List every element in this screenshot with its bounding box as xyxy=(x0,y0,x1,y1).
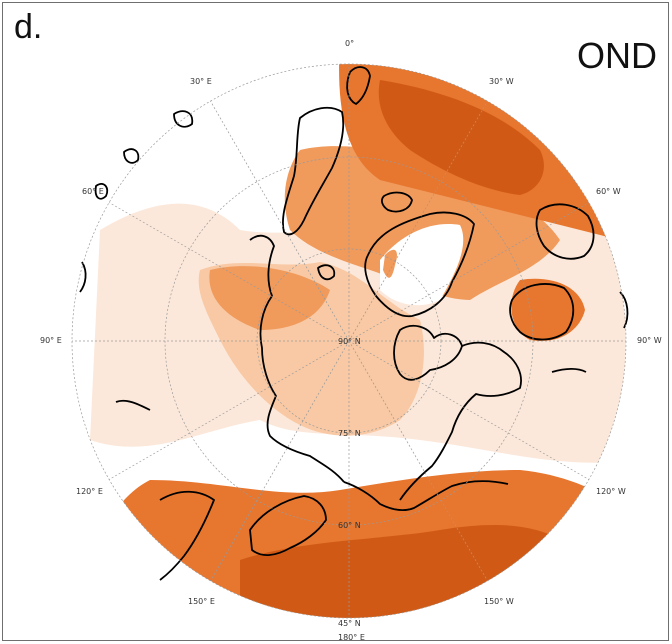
label-lon-150e: 150° E xyxy=(188,597,215,606)
label-lon-150w: 150° W xyxy=(484,597,514,606)
coast-svalbard xyxy=(317,264,336,281)
region-strong-hudson xyxy=(511,278,585,341)
label-lon-90e: 90° E xyxy=(40,336,62,345)
label-lon-30e: 30° E xyxy=(190,77,212,86)
coast-greenland xyxy=(364,211,475,318)
coast-siberia xyxy=(249,234,345,483)
coast-baffin xyxy=(535,203,595,260)
coast-east-asia xyxy=(159,490,215,581)
label-lon-30w: 30° W xyxy=(489,77,514,86)
coast-alaska xyxy=(343,480,509,511)
coast-iceland xyxy=(381,191,413,213)
label-pole: 90° N xyxy=(338,337,361,346)
coast-scandinavia xyxy=(282,106,345,236)
label-lon-60w: 60° W xyxy=(596,187,621,196)
coast-island-2 xyxy=(94,183,109,200)
coast-north-america xyxy=(399,341,522,501)
coast-britain xyxy=(346,66,371,105)
label-lon-120w: 120° W xyxy=(596,487,626,496)
region-medium-atlantic xyxy=(284,146,560,300)
lon-labels: 0° 30° W 60° W 90° W 120° W 150° W 180° … xyxy=(40,39,662,642)
coast-island-4 xyxy=(173,110,194,128)
coast-island-6 xyxy=(551,368,587,373)
label-lon-90w: 90° W xyxy=(637,336,662,345)
region-darkest-atlantic xyxy=(378,80,544,195)
region-greenland-interior xyxy=(380,224,464,306)
coast-island-5 xyxy=(79,261,87,293)
coastlines xyxy=(79,66,629,581)
season-label: OND xyxy=(577,35,657,76)
label-lat-75: 75° N xyxy=(338,429,361,438)
graticule xyxy=(71,63,627,619)
label-lon-60e: 60° E xyxy=(82,187,104,196)
panel-label: d. xyxy=(14,8,43,46)
coast-hudson-bay xyxy=(509,283,575,341)
label-lat-45: 45° N xyxy=(338,619,361,628)
label-lon-180: 180° E xyxy=(338,633,365,642)
region-greenland-ice xyxy=(383,249,397,278)
coast-island-1 xyxy=(115,399,151,411)
coast-kamchatka xyxy=(249,495,327,556)
label-lat-60: 60° N xyxy=(338,521,361,530)
coast-archipelago xyxy=(393,324,463,381)
lat-labels: 90° N 75° N 60° N 45° N xyxy=(338,337,361,628)
label-lon-0: 0° xyxy=(345,39,354,48)
coast-island-3 xyxy=(123,148,140,164)
label-lon-120e: 120° E xyxy=(76,487,103,496)
